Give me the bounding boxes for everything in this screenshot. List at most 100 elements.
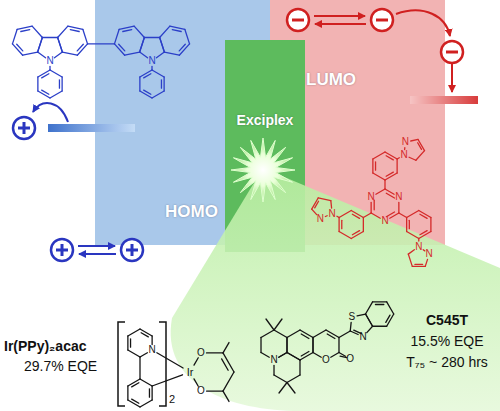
bond xyxy=(367,326,373,332)
bond xyxy=(164,52,179,55)
double-bond xyxy=(42,90,49,94)
bond xyxy=(372,159,373,173)
bond xyxy=(139,77,140,91)
bond xyxy=(38,70,50,77)
bond xyxy=(416,151,425,161)
bond xyxy=(179,44,189,55)
injection-arrow xyxy=(33,103,68,122)
injection-arrow xyxy=(396,10,450,36)
bond xyxy=(140,37,145,52)
bond xyxy=(313,353,321,358)
double-bond xyxy=(375,304,383,305)
bond xyxy=(338,218,339,232)
bond xyxy=(38,91,50,98)
bond xyxy=(274,319,282,330)
bond xyxy=(17,26,32,29)
bond xyxy=(287,330,300,338)
bond xyxy=(287,375,300,383)
bond xyxy=(350,322,352,331)
bond xyxy=(127,336,128,350)
double-bond xyxy=(149,389,150,397)
bond xyxy=(312,338,313,353)
bond xyxy=(279,383,287,394)
bond xyxy=(371,213,380,218)
double-bond xyxy=(130,339,131,347)
bond xyxy=(32,26,42,37)
bond xyxy=(151,386,152,400)
bond xyxy=(114,44,124,55)
bond xyxy=(325,215,327,217)
bond xyxy=(223,372,234,391)
bond xyxy=(152,70,164,77)
bond xyxy=(38,37,43,52)
lifetime-value: T₇₅ ~ 280 hrs xyxy=(406,354,488,370)
bond xyxy=(406,218,407,232)
bond xyxy=(287,383,295,394)
bond xyxy=(160,37,165,52)
lumo-level-bar xyxy=(410,96,478,104)
atom-label: N xyxy=(402,137,409,147)
double-bond xyxy=(301,352,309,356)
bond xyxy=(139,357,140,379)
bond xyxy=(363,213,371,218)
atom-label: N xyxy=(360,332,367,342)
bond xyxy=(326,330,339,338)
hopping-arrow xyxy=(314,15,365,17)
bond xyxy=(261,353,269,358)
efficiency-value: 15.5% EQE xyxy=(410,333,483,349)
bond xyxy=(68,26,83,29)
double-bond xyxy=(77,44,83,51)
bond xyxy=(223,353,234,372)
bond xyxy=(286,338,287,353)
bond xyxy=(37,77,38,91)
double-bond xyxy=(341,220,342,228)
double-bond xyxy=(222,359,229,370)
bond xyxy=(286,338,287,353)
bond xyxy=(338,338,339,353)
bond xyxy=(366,314,373,326)
bond xyxy=(312,198,318,209)
electron-symbol xyxy=(371,9,393,31)
bond xyxy=(38,52,46,58)
band-label: HOMO xyxy=(165,202,218,222)
bond xyxy=(266,319,274,330)
bond xyxy=(408,250,414,254)
bond xyxy=(330,201,332,208)
atom-label: N xyxy=(317,214,324,224)
double-bond xyxy=(119,44,125,51)
hopping-arrow xyxy=(315,23,366,25)
subscript: 2 xyxy=(169,393,175,406)
bond xyxy=(128,329,140,336)
bond xyxy=(409,157,416,160)
bond xyxy=(170,26,185,29)
bond xyxy=(50,91,62,98)
bond xyxy=(373,326,387,327)
atom-label: N xyxy=(395,192,402,202)
double-bond xyxy=(141,333,148,337)
bond xyxy=(274,375,287,383)
hole-symbol xyxy=(51,239,73,261)
bond xyxy=(54,52,62,58)
atom-label: O xyxy=(197,386,205,396)
bond xyxy=(50,70,62,77)
bond xyxy=(274,330,287,338)
bond xyxy=(412,266,425,267)
compound-name: C545T xyxy=(426,312,468,328)
bond xyxy=(419,211,431,218)
bond xyxy=(351,232,363,239)
bond xyxy=(387,314,394,326)
atom-label: N xyxy=(46,56,53,66)
bond xyxy=(396,159,397,173)
bond xyxy=(157,353,183,368)
bond xyxy=(357,314,365,316)
efficiency-value: 29.7% EQE xyxy=(24,358,97,374)
double-bond xyxy=(418,143,422,150)
double-bond xyxy=(409,220,410,228)
bond xyxy=(23,52,38,55)
bond xyxy=(83,29,88,44)
atom-label: N xyxy=(270,355,277,365)
bond xyxy=(287,353,300,361)
bond xyxy=(407,211,419,218)
bond xyxy=(88,43,115,44)
double-bond xyxy=(386,315,390,322)
